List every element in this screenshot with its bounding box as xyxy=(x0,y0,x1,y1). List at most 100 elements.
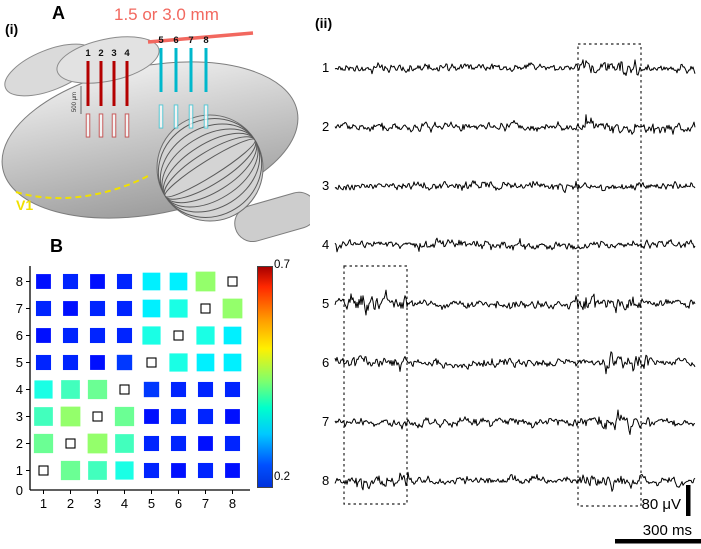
heatmap-cell xyxy=(62,273,79,290)
red-electrode-number: 2 xyxy=(98,48,103,59)
time-scale-bar xyxy=(615,539,701,544)
trace-label: 5 xyxy=(322,296,329,311)
heatmap-cell xyxy=(88,461,107,480)
heatmap-cell xyxy=(115,461,134,480)
stimulus-window-box-right xyxy=(577,43,642,507)
x-tick-label: 2 xyxy=(67,496,74,511)
heatmap-cell xyxy=(143,462,160,479)
origin-tick-label: 0 xyxy=(16,483,23,498)
x-tick-label: 8 xyxy=(229,496,236,511)
depth-scale-label: 500 µm xyxy=(72,92,78,112)
cyan-electrode-tip-outline xyxy=(173,104,179,129)
heatmap-cell xyxy=(197,381,214,398)
heatmap-cell xyxy=(143,435,160,452)
heatmap-open-cell xyxy=(200,303,211,314)
heatmap-cell xyxy=(196,326,215,345)
colorbar xyxy=(257,266,273,488)
panel-a-label: A xyxy=(52,3,65,23)
y-tick-label: 4 xyxy=(16,382,23,397)
trace-line xyxy=(334,471,696,492)
trace-line xyxy=(334,409,696,435)
cyan-electrode-tip-outline xyxy=(203,104,209,129)
y-tick-label: 6 xyxy=(16,328,23,343)
red-electrode-number: 1 xyxy=(85,48,91,59)
cyan-electrode-tip-outline xyxy=(158,104,164,129)
heatmap-cell xyxy=(90,355,105,370)
heatmap-cell xyxy=(169,272,188,291)
red-electrode-tip-outline xyxy=(98,113,104,138)
trace-line xyxy=(334,59,696,76)
heatmap-cell xyxy=(116,273,133,290)
heatmap-cell xyxy=(170,408,187,425)
heatmap-cell xyxy=(196,353,215,372)
heatmap-cell xyxy=(225,463,240,478)
heatmap-cell xyxy=(142,272,161,291)
heatmap-cell xyxy=(60,406,81,427)
heatmap-cell xyxy=(222,298,243,319)
trace-line xyxy=(334,289,696,316)
cyan-electrode-number: 5 xyxy=(158,35,164,46)
heatmap-cell xyxy=(61,380,80,399)
time-scale-label: 300 ms xyxy=(643,522,692,539)
heatmap-cell xyxy=(89,300,106,317)
v1-border-dashed-line xyxy=(15,175,149,200)
ringed-sphere xyxy=(156,114,264,222)
heatmap-open-cell xyxy=(38,465,49,476)
y-tick-label: 7 xyxy=(16,301,23,316)
trace-label: 7 xyxy=(322,414,329,429)
heatmap-cell xyxy=(197,462,214,479)
cyan-electrode-number: 8 xyxy=(203,35,208,46)
distance-bracket-line xyxy=(147,31,254,44)
y-tick-label: 3 xyxy=(16,409,23,424)
cyan-electrode-number: 6 xyxy=(173,35,178,46)
optic-tract-cylinder xyxy=(234,191,310,243)
heatmap-cell xyxy=(142,326,161,345)
red-electrode-tip-outline xyxy=(111,113,117,138)
x-tick-label: 7 xyxy=(202,496,209,511)
heatmap-cell xyxy=(171,463,186,478)
heatmap-cell xyxy=(115,434,134,453)
x-tick-label: 3 xyxy=(94,496,101,511)
heatmap-open-cell xyxy=(65,438,76,449)
cyan-electrode-number: 7 xyxy=(188,35,193,46)
heatmap-cell xyxy=(87,433,108,454)
heatmap-cell xyxy=(142,299,161,318)
red-electrode-number: 3 xyxy=(111,48,116,59)
heatmap-cell xyxy=(114,406,135,427)
heatmap-cell xyxy=(87,379,108,400)
heatmap-cell xyxy=(89,327,106,344)
x-tick-label: 1 xyxy=(40,496,47,511)
heatmap-open-cell xyxy=(92,411,103,422)
y-tick-label: 2 xyxy=(16,436,23,451)
heatmap-cell xyxy=(33,433,54,454)
v1-label: V1 xyxy=(16,197,33,213)
heatmap-cell xyxy=(35,300,52,317)
heatmap-cell xyxy=(116,300,133,317)
heatmap-cell xyxy=(170,435,187,452)
cyan-electrode-tip-outline xyxy=(188,104,194,129)
trace-label: 8 xyxy=(322,473,329,488)
heatmap-cell xyxy=(36,328,51,343)
heatmap-cell xyxy=(36,274,51,289)
voltage-scale-label: 80 μV xyxy=(642,496,682,513)
heatmap-cell xyxy=(35,354,52,371)
trace-line xyxy=(334,351,696,375)
heatmap-cell xyxy=(224,381,241,398)
heatmap-cell xyxy=(169,353,188,372)
trace-label: 4 xyxy=(322,237,329,252)
heatmap-cell xyxy=(116,327,133,344)
heatmap-cell xyxy=(170,381,187,398)
trace-label: 1 xyxy=(322,60,329,75)
panel-b-label: B xyxy=(50,236,63,256)
trace-label: 6 xyxy=(322,355,329,370)
x-tick-label: 5 xyxy=(148,496,155,511)
red-electrode-tip-outline xyxy=(85,113,91,138)
heatmap-cell xyxy=(223,353,242,372)
red-electrode-tip-outline xyxy=(124,113,130,138)
heatmap-cell xyxy=(60,460,81,481)
